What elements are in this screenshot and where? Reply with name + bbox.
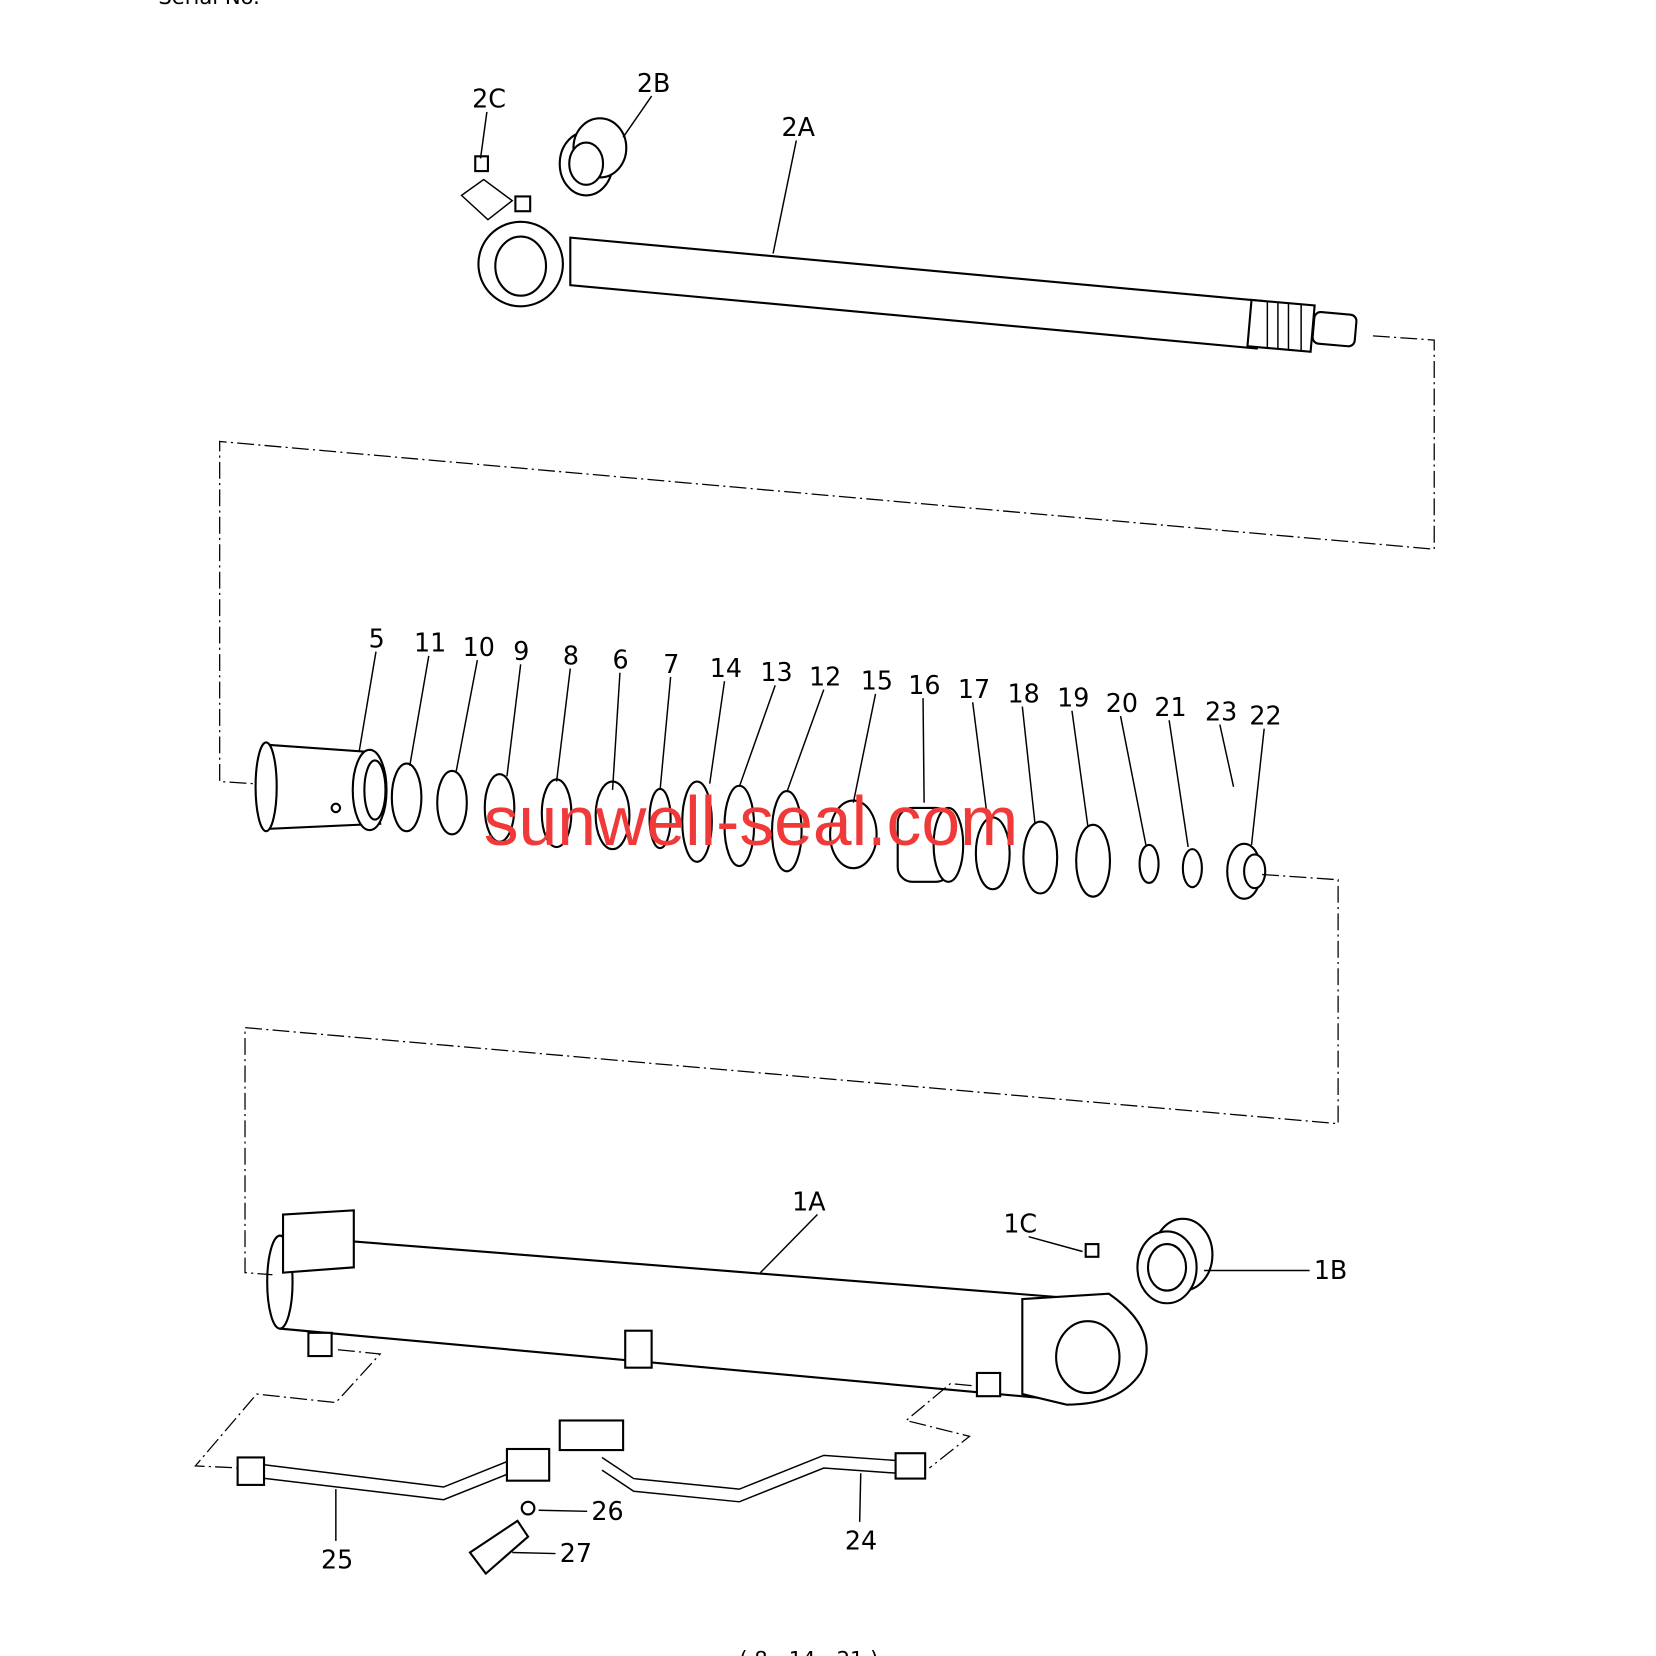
callout-21: 21 [1154,692,1186,722]
leader-line [922,698,925,803]
leader-line [409,655,430,766]
seal-ring [974,816,1011,891]
seal-ring [1138,843,1160,884]
leader-line [455,659,479,772]
leader-line [555,668,572,782]
callout-6: 6 [613,645,629,675]
leader-line [506,664,522,777]
serial-number-label: Serial No. [158,0,260,9]
leader-line [479,111,488,159]
leader-line [512,1551,556,1555]
callout-2b: 2B [637,68,670,98]
piston-rod-2a [477,195,1358,353]
callout-22: 22 [1249,701,1281,731]
leader-line [971,702,989,819]
piston-16 [896,806,965,883]
callout-labels: 2C 2B 2A 5 11 10 9 8 6 7 14 13 12 15 16 17 18 19 20 21 23 22 1… [321,68,1347,1574]
seal-ring [1181,848,1203,889]
leader-line [538,1509,588,1513]
seal-ring [390,762,423,833]
bushing-1b [1136,1217,1214,1305]
cylinder-head-5 [254,741,388,833]
callout-24: 24 [845,1525,877,1555]
seal-parts-row [390,762,1203,898]
leader-line [622,95,653,138]
callout-20: 20 [1106,688,1138,718]
grease-fitting-2c [460,155,514,221]
cylinder-tube-1a [266,1209,1148,1406]
callout-5: 5 [369,623,385,653]
callout-18: 18 [1008,678,1040,708]
leader-line [786,689,825,793]
callout-1b: 1B [1314,1255,1348,1285]
callout-10: 10 [463,632,495,662]
leader-line [1028,1236,1083,1253]
leader-line [358,651,377,753]
leader-line [858,1473,862,1522]
callout-14: 14 [710,653,742,683]
leader-line [772,140,798,254]
pipe-assembly [236,1329,1002,1576]
leader-line [611,672,621,791]
callout-1c: 1C [1003,1208,1037,1238]
callout-1a: 1A [792,1186,826,1216]
callout-23: 23 [1205,696,1237,726]
leader-line [852,693,877,803]
callout-27: 27 [560,1538,592,1568]
callout-9: 9 [513,636,529,666]
leader-line [1119,715,1147,846]
callout-7: 7 [663,649,679,679]
seal-ring [1022,820,1059,895]
callout-8: 8 [563,640,579,670]
seal-ring [681,780,713,863]
seal-ring [1075,823,1112,898]
seal-ring [483,773,516,843]
callout-25: 25 [321,1544,353,1574]
bushing-2b [558,117,628,197]
leader-line [1219,724,1235,787]
callout-11: 11 [414,628,446,658]
callout-19: 19 [1057,683,1089,713]
callout-16: 16 [908,670,940,700]
leader-line [708,681,726,784]
leader-line [659,676,672,791]
callout-2a: 2A [782,112,816,142]
page-reference: ( 8 - 14 - 21 ) [739,1647,878,1656]
callout-15: 15 [861,666,893,696]
callout-17: 17 [958,674,990,704]
leader-line [1071,710,1089,826]
leader-line [738,685,776,788]
leader-line [1168,720,1189,848]
nut-22 [1226,842,1267,900]
leader-line [1021,706,1036,824]
callout-leader-lines [335,95,1310,1555]
watermark: sunwell-seal.com [484,782,1018,860]
leader-line [759,1214,818,1274]
alignment-lines [194,335,1435,1469]
callout-12: 12 [809,661,841,691]
callout-26: 26 [591,1496,623,1526]
leader-line [1250,728,1265,845]
seal-ring [436,769,468,836]
callout-13: 13 [760,657,792,687]
callout-2c: 2C [472,84,506,114]
